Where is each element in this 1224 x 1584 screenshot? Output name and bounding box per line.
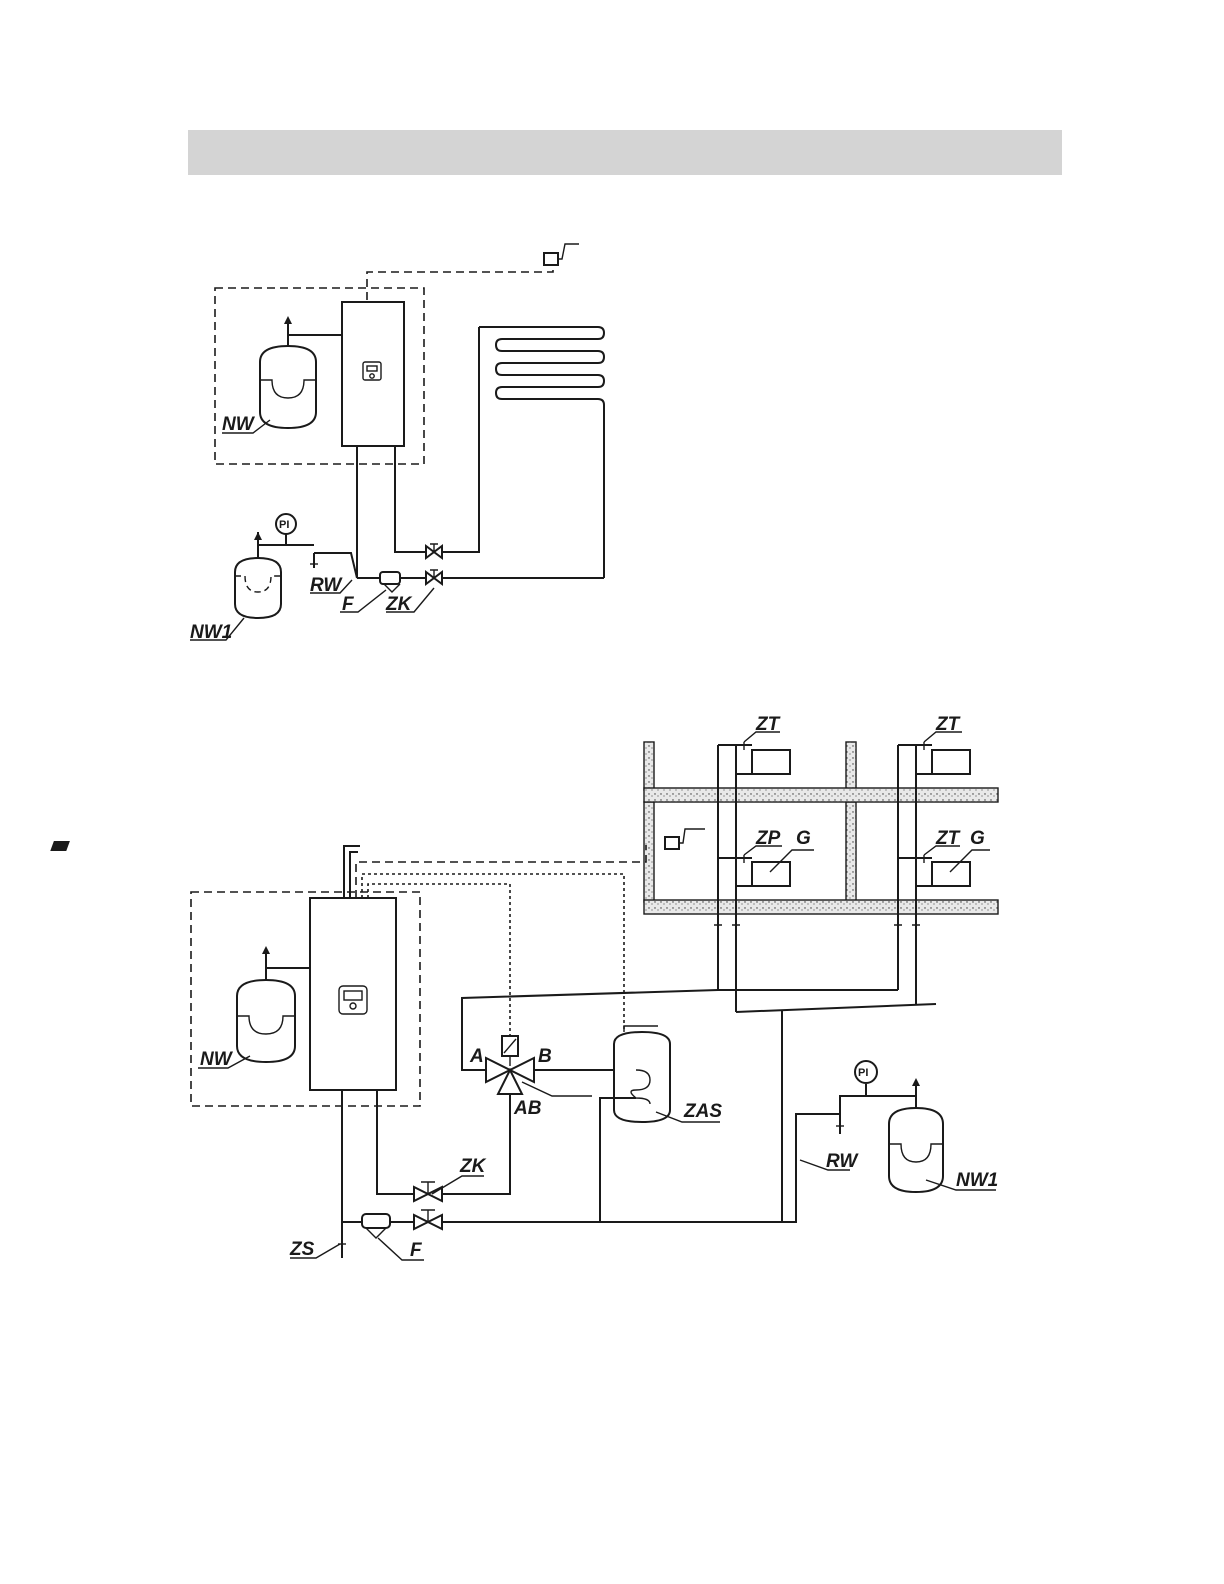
boiler-enclosure <box>214 287 425 465</box>
valve-supply <box>425 543 443 560</box>
label-g-2: G <box>970 828 985 849</box>
expansion-vessel-nw <box>259 316 342 430</box>
expansion-vessel-nw <box>236 946 310 1064</box>
label-zp: ZP <box>755 828 781 849</box>
pressure-gauge-icon <box>275 513 297 535</box>
label-b: B <box>538 1046 552 1067</box>
label-nw: NW <box>222 414 256 435</box>
label-g-1: G <box>796 828 811 849</box>
filter-f <box>379 571 401 593</box>
header-bar <box>188 130 1062 175</box>
floor-heating-coil <box>479 326 606 578</box>
three-way-valve <box>485 1035 535 1095</box>
radiator-lower-right <box>898 855 971 887</box>
radiator-lower-left <box>718 855 791 887</box>
label-nw: NW <box>200 1049 234 1070</box>
room-sensor-icon <box>543 243 579 266</box>
label-zt-2: ZT <box>935 714 961 735</box>
label-zas: ZAS <box>683 1101 722 1122</box>
filter-f <box>361 1213 391 1239</box>
radiator-upper-left <box>718 742 791 775</box>
label-ab: AB <box>513 1098 542 1119</box>
boiler-unit <box>341 301 405 447</box>
building-section <box>643 741 999 915</box>
expansion-vessel-nw1 <box>234 532 282 620</box>
label-nw1: NW1 <box>956 1170 998 1191</box>
label-nw1-top: NW1 <box>190 622 232 643</box>
label-zt-1: ZT <box>755 714 781 735</box>
label-a: A <box>469 1046 484 1067</box>
label-pi: PI <box>279 519 289 531</box>
label-rw-top: RW <box>310 575 343 596</box>
diagram-radiators-dhw: ZT ZT ZP G ZT G <box>50 714 999 1261</box>
boiler-unit <box>309 897 397 1091</box>
label-zk-1: ZK <box>459 1156 487 1177</box>
label-f-top: F <box>342 594 355 615</box>
valve-supply <box>413 1181 443 1203</box>
label-pi-2: PI <box>858 1067 868 1079</box>
dhw-tank-zas <box>613 1025 671 1124</box>
room-sensor-icon <box>664 828 705 850</box>
label-f: F <box>410 1240 423 1261</box>
label-rw: RW <box>826 1151 859 1172</box>
diagram-floor-heating: NW <box>190 243 606 643</box>
valve-return <box>413 1209 443 1231</box>
expansion-vessel-nw1 <box>888 1078 944 1194</box>
label-zk-top: ZK <box>385 594 413 615</box>
flue-icon <box>50 841 360 898</box>
pressure-gauge-icon <box>854 1060 878 1084</box>
radiator-upper-right <box>898 742 971 775</box>
label-zs: ZS <box>289 1239 315 1260</box>
label-zt-3: ZT <box>935 828 961 849</box>
valve-return <box>425 569 443 586</box>
